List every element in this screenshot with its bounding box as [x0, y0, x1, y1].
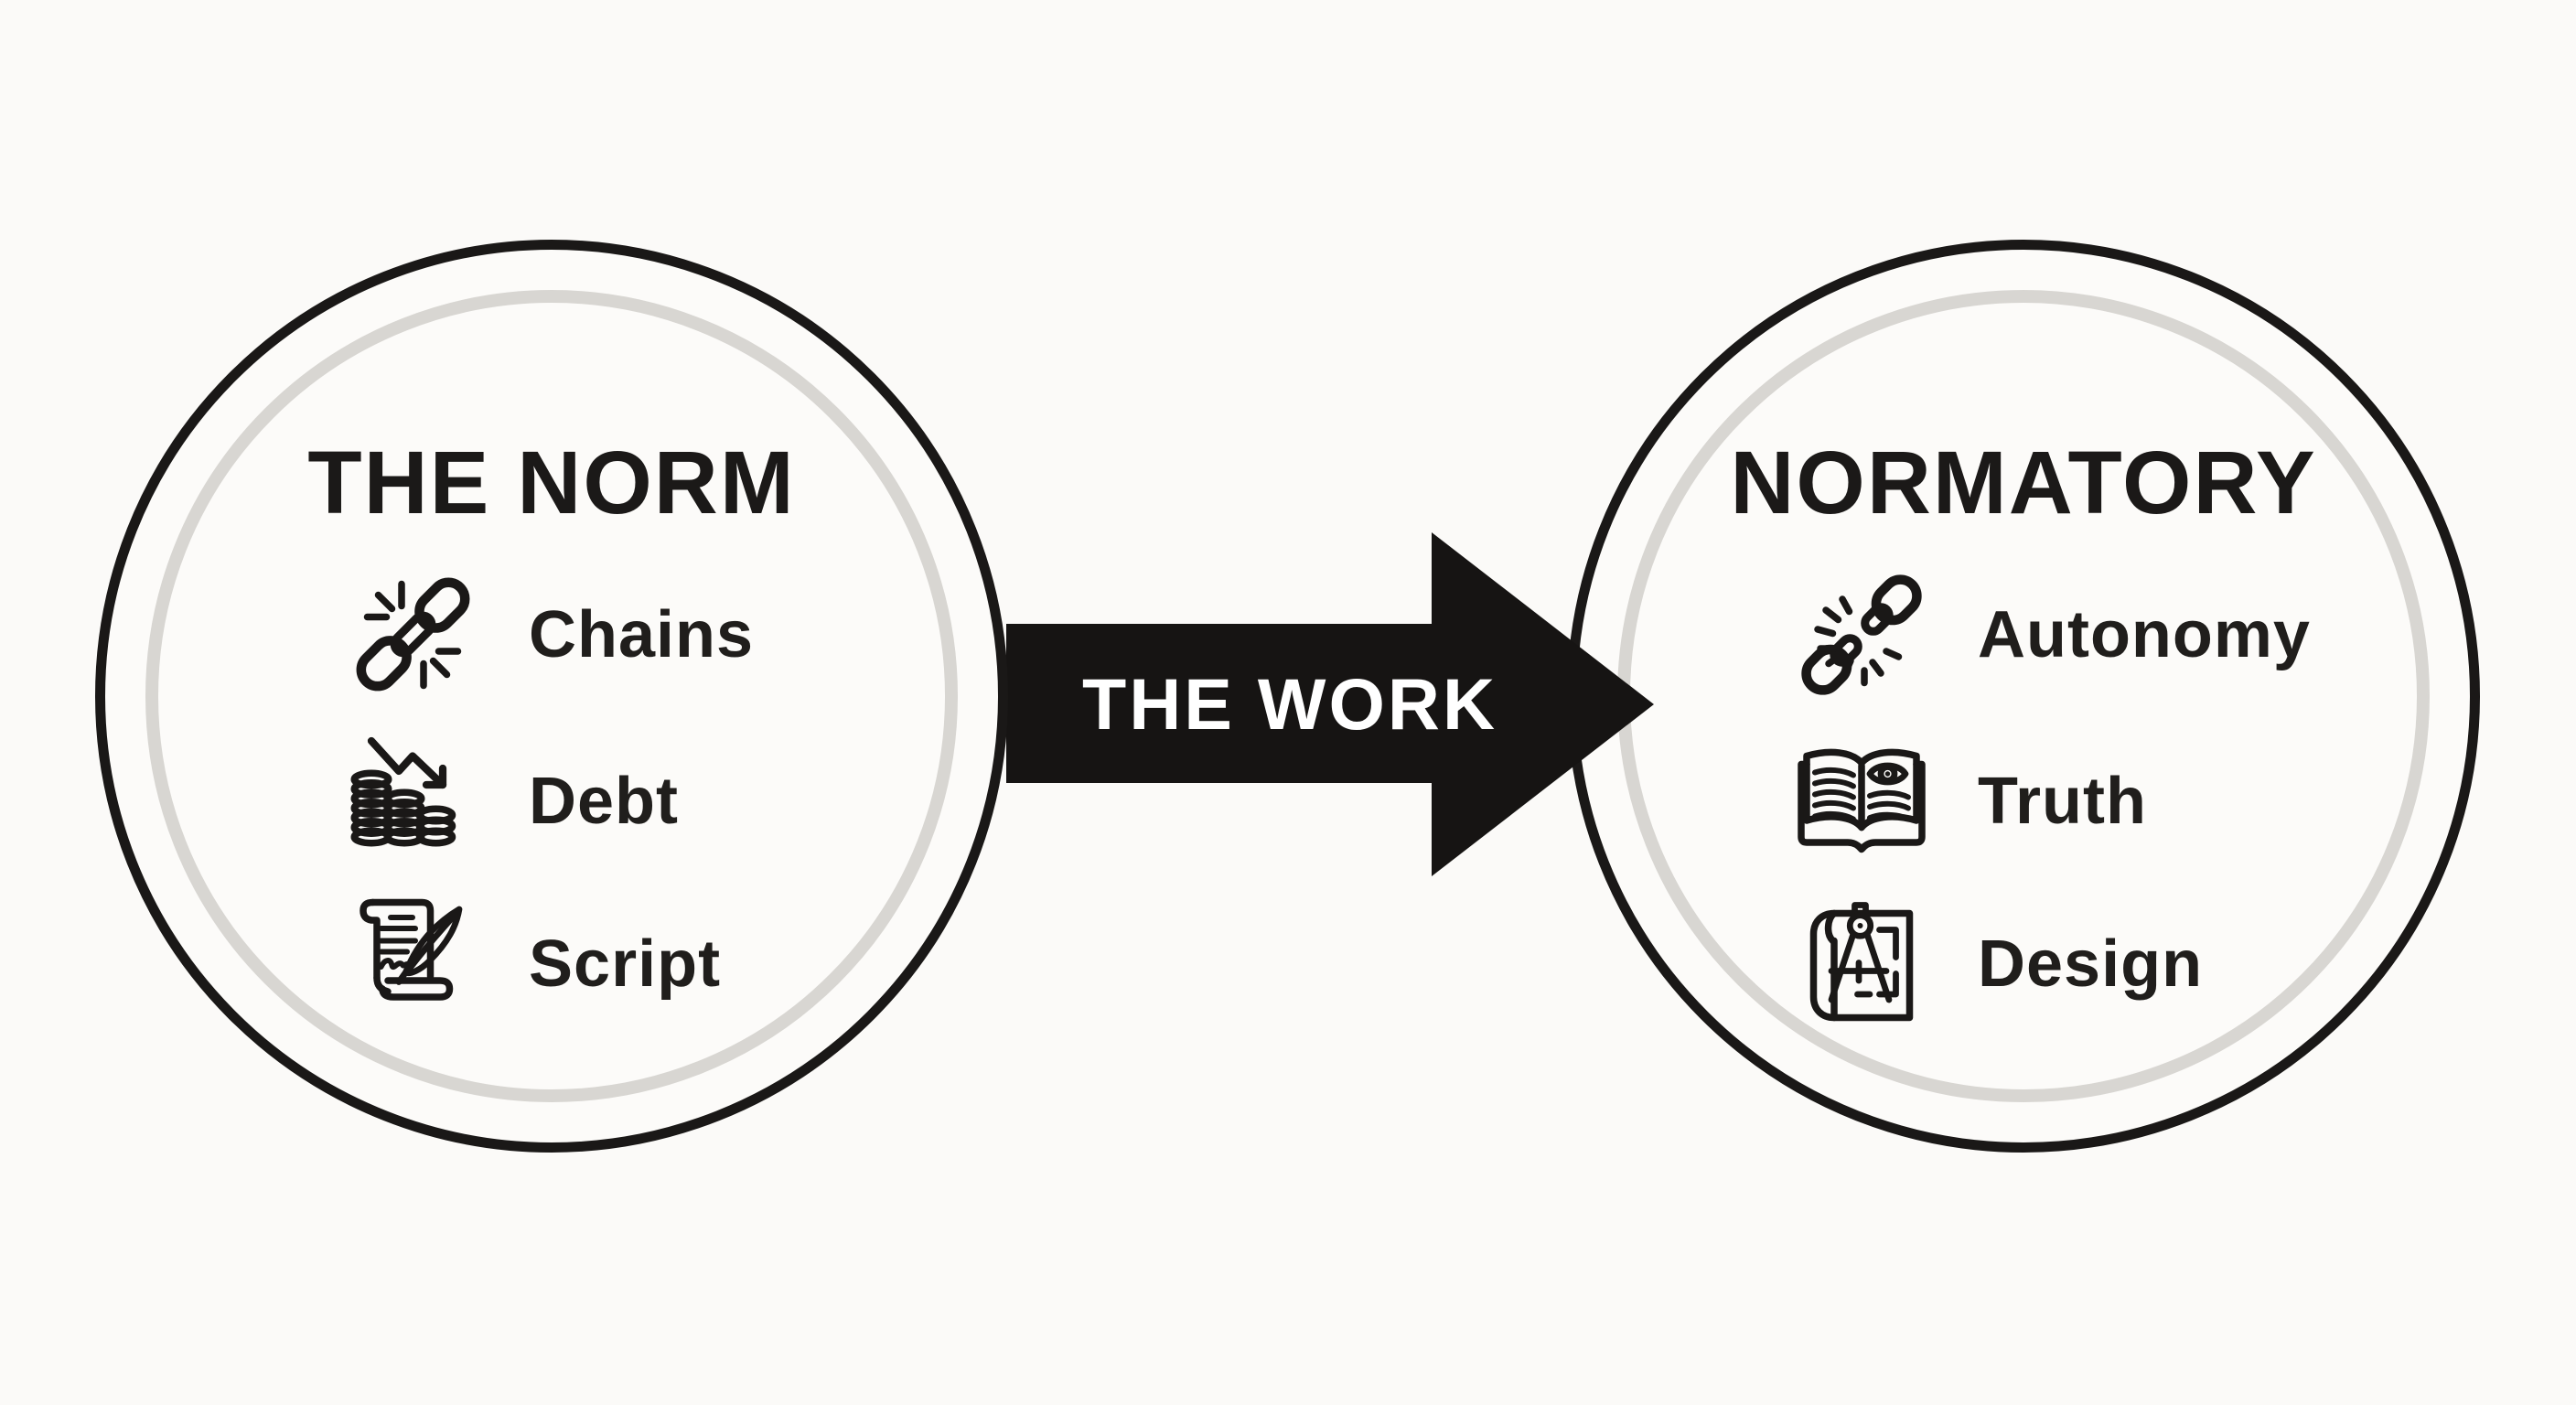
right-circle: NORMATORY Autonomy [1567, 240, 2480, 1153]
scroll-quill-icon [344, 896, 481, 1033]
arrow-label: THE WORK [1081, 663, 1498, 745]
left-circle-title: THE NORM [307, 433, 796, 532]
item-label: Debt [529, 765, 679, 838]
right-circle-title: NORMATORY [1730, 433, 2317, 532]
list-item: Chains [344, 566, 754, 703]
item-label: Chains [529, 598, 755, 671]
coins-decline-icon [344, 733, 481, 870]
list-item: Design [1793, 896, 2203, 1033]
broken-chain-icon [1793, 566, 1930, 703]
compass-blueprint-icon [1793, 896, 1930, 1033]
list-item: Script [344, 896, 721, 1033]
list-item: Autonomy [1793, 566, 2311, 703]
list-item: Truth [1793, 733, 2147, 870]
item-label: Design [1978, 928, 2204, 1001]
left-circle: THE NORM Chains [95, 240, 1008, 1153]
item-label: Truth [1978, 765, 2147, 838]
chain-icon [344, 566, 481, 703]
book-eye-icon [1793, 733, 1930, 870]
item-label: Autonomy [1978, 598, 2311, 671]
item-label: Script [529, 928, 722, 1001]
list-item: Debt [344, 733, 679, 870]
transformation-arrow [1006, 532, 1654, 876]
